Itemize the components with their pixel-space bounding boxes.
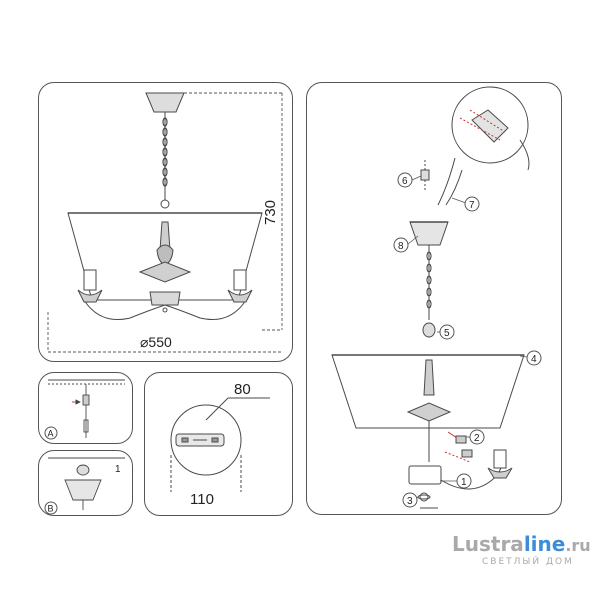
callout-leaders (407, 175, 528, 500)
callout-4-number: 4 (531, 354, 537, 365)
panel-a-label: A (48, 429, 54, 439)
callout-6-number: 6 (402, 176, 408, 187)
watermark-tagline: СВЕТЛЫЙ ДОМ (482, 557, 574, 567)
mount-plate-drawing (170, 397, 270, 492)
callout-7: 7 (464, 196, 480, 212)
panel-b-label: B (48, 504, 54, 514)
mounting-step-b-drawing (48, 457, 125, 510)
callout-2: 2 (469, 429, 485, 445)
callout-8-number: 8 (398, 241, 404, 252)
chandelier-overview (67, 92, 263, 320)
callout-8: 8 (393, 237, 409, 253)
dimension-lines (47, 92, 283, 353)
diameter-dimension-label: ⌀550 (140, 334, 172, 350)
small-step-mark: 1 (115, 464, 121, 475)
callout-5-number: 5 (444, 328, 450, 339)
watermark-tld: .ru (565, 536, 591, 555)
callout-1-number: 1 (461, 477, 467, 488)
callout-3: 3 (402, 492, 418, 508)
callout-5: 5 (439, 324, 455, 340)
panel-b-marker: B (44, 501, 58, 515)
callout-7-number: 7 (469, 200, 475, 211)
panel-a-marker: A (44, 426, 58, 440)
mounting-step-a-drawing (48, 379, 125, 438)
callout-4: 4 (526, 350, 542, 366)
callout-6: 6 (397, 172, 413, 188)
watermark-brand-b: line (523, 532, 566, 556)
callout-1: 1 (456, 473, 472, 489)
mount-width-label: 110 (190, 491, 214, 508)
height-dimension-label: 730 (262, 200, 279, 225)
callout-2-number: 2 (474, 433, 480, 444)
mount-height-label: 80 (234, 381, 251, 398)
assembly-exploded-view (331, 86, 530, 509)
watermark: Lustraline.ru СВЕТЛЫЙ ДОМ (452, 533, 591, 567)
assembly-panel (306, 82, 562, 515)
callout-3-number: 3 (407, 496, 413, 507)
watermark-brand-a: Lustra (452, 532, 524, 556)
